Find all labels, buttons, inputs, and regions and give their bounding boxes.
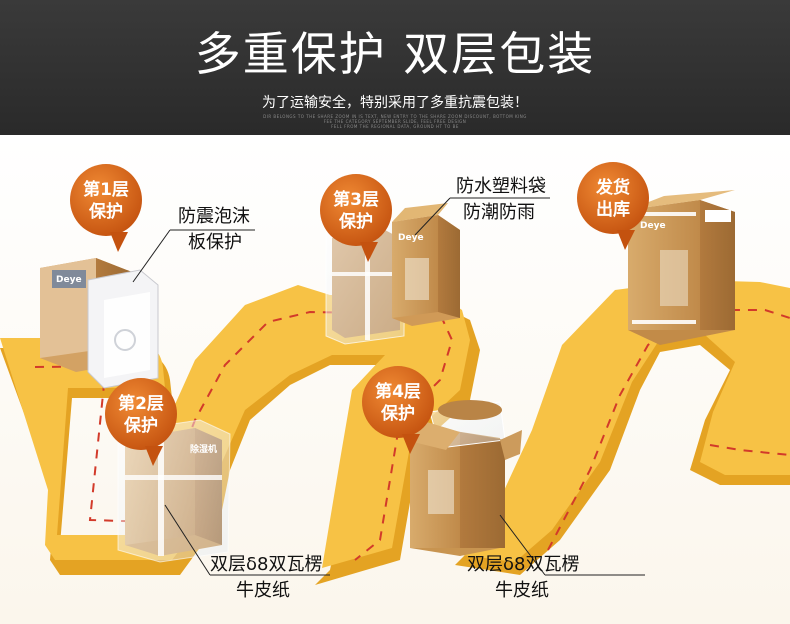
badge-layer-3-line1: 第3层 bbox=[333, 189, 379, 210]
fine-print-line: FEE THE CATEGORY SEPTEMBER SLIDE, FEEL F… bbox=[323, 119, 467, 124]
badge-layer-2-line2: 保护 bbox=[123, 415, 158, 436]
callout-foam-line2: 板保护 bbox=[188, 232, 242, 253]
badge-layer-4-line2: 保护 bbox=[380, 403, 415, 424]
badge-layer-3: 第3层 保护 bbox=[320, 174, 392, 262]
badge-ship-line1: 发货 bbox=[595, 177, 630, 198]
box-product-label: 除湿机 bbox=[190, 443, 217, 455]
stage-3-package: Deye bbox=[325, 203, 460, 345]
stage-4-package bbox=[405, 400, 522, 556]
fine-print: DIR BELONGS TO THE SHARE ZOOM IN IS TEXT… bbox=[0, 114, 790, 129]
callout-kraft-right-line2: 牛皮纸 bbox=[495, 580, 549, 601]
box-brand-label: Deye bbox=[56, 275, 82, 285]
box-brand-label: Deye bbox=[398, 233, 424, 243]
callout-plastic-line2: 防潮防雨 bbox=[463, 202, 535, 223]
fine-print-line: FELL FROM THE REGIONAL DATA, GROUND HT T… bbox=[331, 124, 459, 129]
badge-layer-1-line2: 保护 bbox=[88, 201, 123, 222]
badge-layer-3-line2: 保护 bbox=[338, 211, 373, 232]
badge-ship: 发货 出库 bbox=[577, 162, 649, 250]
fine-print-line: DIR BELONGS TO THE SHARE ZOOM IN IS TEXT… bbox=[263, 114, 527, 119]
callout-kraft-right-line1: 双层δ8双瓦楞 bbox=[467, 554, 579, 575]
badge-layer-4-line1: 第4层 bbox=[375, 381, 421, 402]
callout-kraft-left-line2: 牛皮纸 bbox=[236, 580, 290, 601]
page-title: 多重保护 双层包装 bbox=[194, 27, 596, 81]
badge-layer-2-line1: 第2层 bbox=[118, 393, 164, 414]
route-dashes bbox=[34, 309, 790, 561]
packaging-illustration: Deye 除湿机 Deye bbox=[0, 135, 790, 624]
stage-1-package: Deye bbox=[40, 258, 159, 389]
shipped-package: Deye bbox=[628, 190, 735, 345]
stage-2-package: 除湿机 bbox=[117, 419, 231, 563]
badge-layer-2: 第2层 保护 bbox=[105, 378, 177, 466]
callout-plastic-line1: 防水塑料袋 bbox=[456, 176, 546, 197]
header-banner: 多重保护 双层包装 为了运输安全，特别采用了多重抗震包装！ DIR BELONG… bbox=[0, 0, 790, 135]
callout-lines bbox=[132, 197, 645, 576]
callout-foam-line1: 防震泡沫 bbox=[178, 206, 250, 227]
box-brand-label: Deye bbox=[640, 221, 666, 231]
badge-layer-1-line1: 第1层 bbox=[83, 179, 129, 200]
callout-kraft-left-line1: 双层δ8双瓦楞 bbox=[210, 554, 322, 575]
badge-layer-4: 第4层 保护 bbox=[362, 366, 434, 454]
page-subtitle: 为了运输安全，特别采用了多重抗震包装！ bbox=[262, 95, 528, 111]
badge-layer-1: 第1层 保护 bbox=[70, 164, 142, 252]
badge-ship-line2: 出库 bbox=[596, 199, 630, 220]
